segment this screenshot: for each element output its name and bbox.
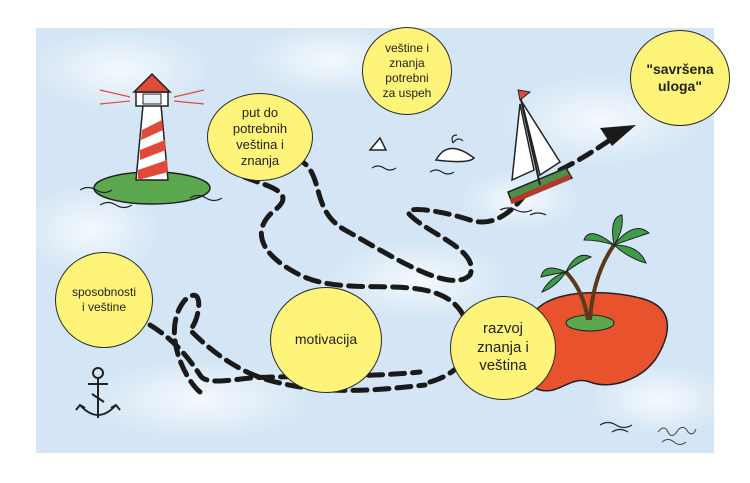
bubble-sposobnosti: sposobnosti i veštine <box>55 252 153 348</box>
lighthouse-icon <box>79 72 223 209</box>
sailboat-icon <box>499 89 574 216</box>
bubble-savrsena-uloga: "savršena uloga" <box>630 30 730 126</box>
bubble-razvoj: razvoj znanja i veština <box>450 296 556 400</box>
signature <box>657 426 697 445</box>
bubble-label: razvoj znanja i veština <box>477 319 529 375</box>
whale-icon <box>368 134 476 175</box>
arrow-head-icon <box>600 125 636 146</box>
bubble-put-do-potrebnih: put do potrebnih veština i znanja <box>207 93 313 181</box>
bubble-label: put do potrebnih veština i znanja <box>232 104 288 169</box>
route-line-boat <box>557 137 613 173</box>
bubble-label: sposobnosti i veštine <box>71 285 137 314</box>
bubble-label: "savršena uloga" <box>646 60 714 95</box>
bubble-label: veštine i znanja potrebni za uspeh <box>382 41 432 100</box>
bubble-vestine-i-znanja: veštine i znanja potrebni za uspeh <box>362 27 452 115</box>
island-palm-icon <box>520 214 669 433</box>
bubble-motivacija: motivacija <box>270 287 382 393</box>
anchor-icon <box>75 367 121 418</box>
bubble-label: motivacija <box>294 331 358 348</box>
